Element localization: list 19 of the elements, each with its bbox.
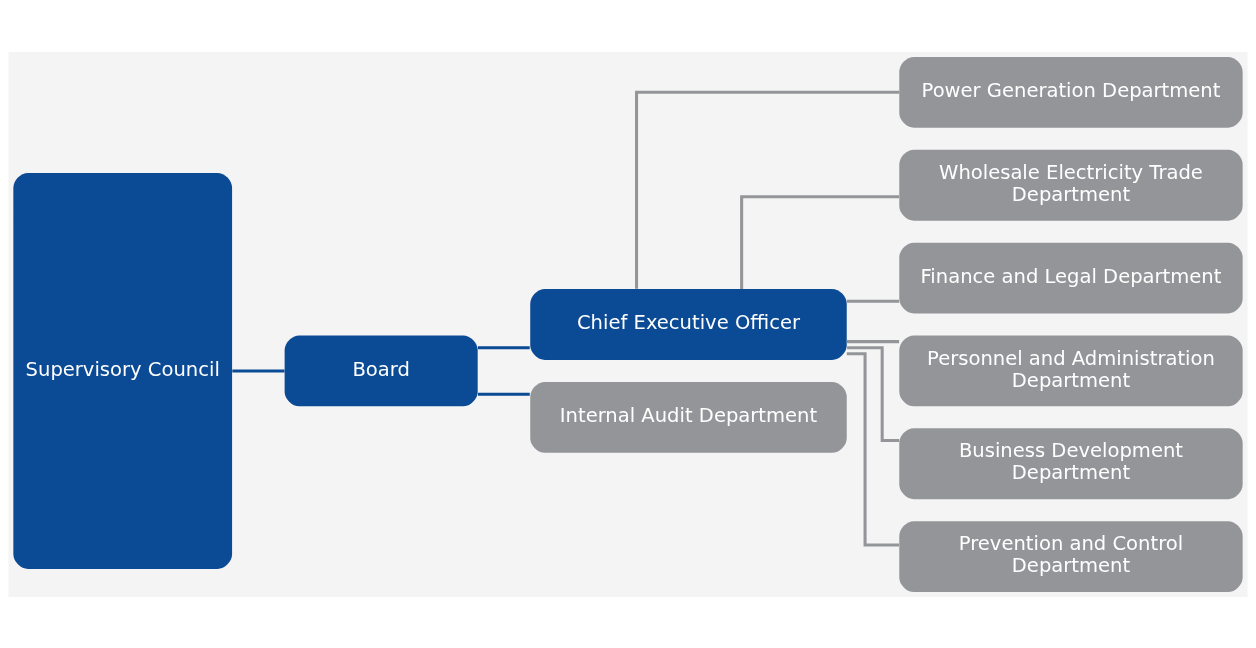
connector xyxy=(846,339,900,343)
node-box: Power Generation Department xyxy=(899,56,1243,128)
connector xyxy=(846,299,900,303)
connector xyxy=(232,368,285,372)
connector xyxy=(847,345,900,442)
node-box: Supervisory Council xyxy=(13,172,233,569)
connector xyxy=(478,392,530,396)
connector xyxy=(846,351,900,547)
connector xyxy=(740,194,900,289)
node-box: Wholesale Electricity Trade Department xyxy=(899,149,1243,221)
node-box: Prevention and Control Department xyxy=(899,520,1243,592)
node-box: Chief Executive Officer xyxy=(530,288,847,360)
node-box: Finance and Legal Department xyxy=(899,242,1243,313)
node-box: Business Development Department xyxy=(899,427,1243,499)
node-box: Personnel and Administration Department xyxy=(899,335,1243,406)
connector xyxy=(635,90,900,289)
node-box: Board xyxy=(284,335,478,406)
connector xyxy=(478,345,530,349)
node-box: Internal Audit Department xyxy=(530,381,847,453)
